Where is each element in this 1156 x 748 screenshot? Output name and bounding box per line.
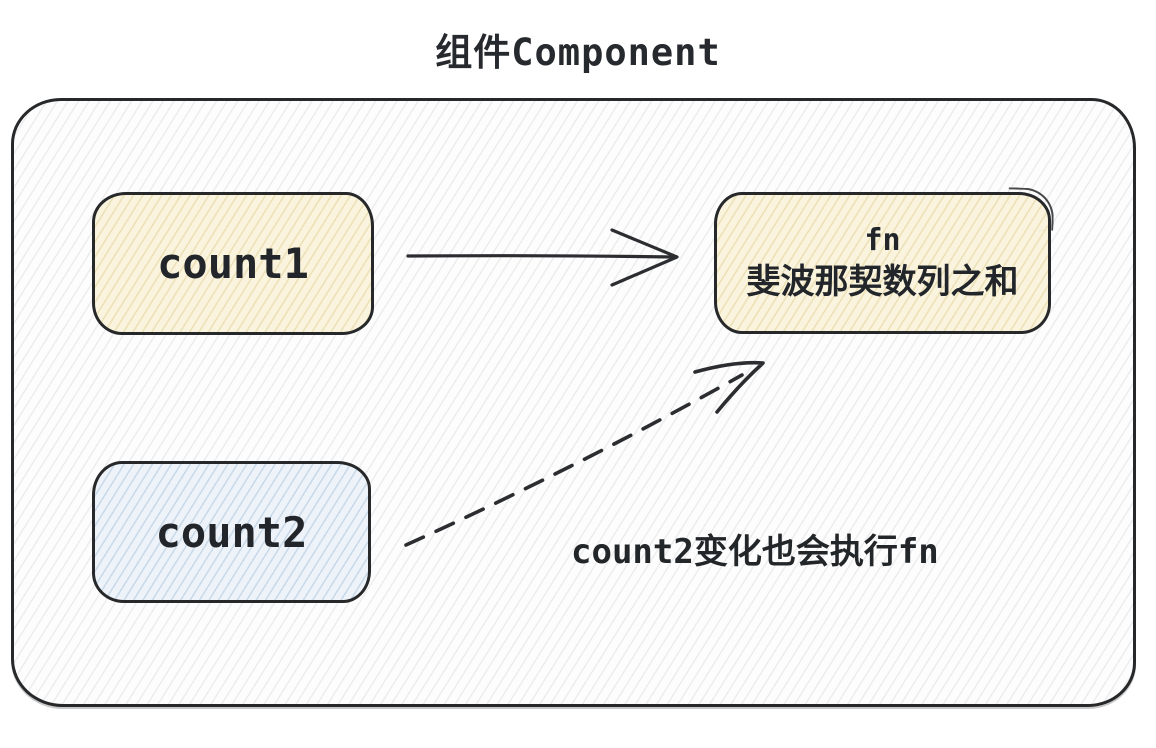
fn-node-title: fn	[864, 223, 901, 259]
count2-label: count2	[155, 507, 308, 557]
component-container	[11, 98, 1136, 707]
fn-node-subtitle: 斐波那契数列之和	[746, 261, 1019, 302]
annotation-label: count2变化也会执行fn	[571, 532, 939, 572]
diagram-title: 组件Component	[435, 31, 721, 74]
count2-node: count2	[92, 461, 371, 603]
fn-node: fn 斐波那契数列之和	[714, 192, 1051, 334]
count1-label: count1	[157, 239, 309, 288]
count1-node: count1	[92, 192, 374, 335]
